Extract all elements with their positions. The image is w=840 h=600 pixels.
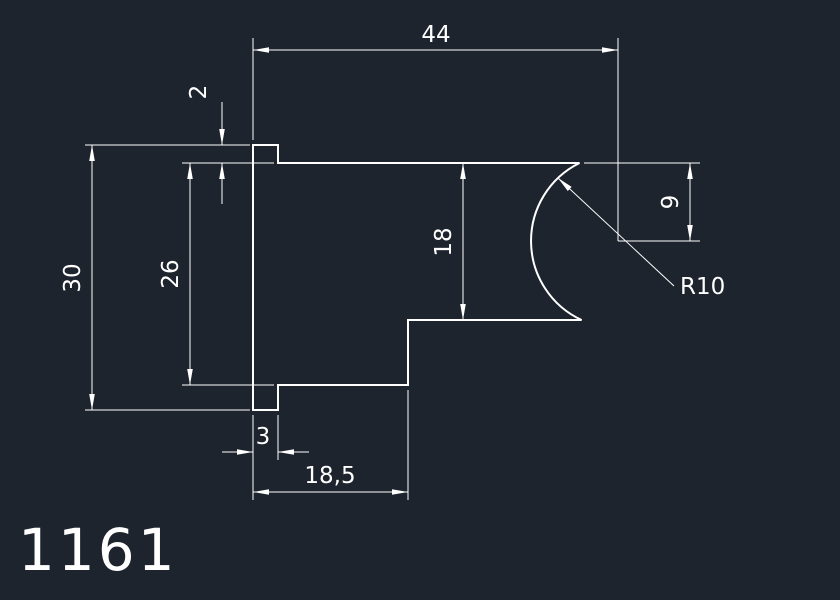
dim-label-18: 18: [431, 227, 457, 256]
part-profile-outline: [252, 144, 583, 411]
part-number: 1161: [18, 516, 178, 584]
dim-label-18-5: 18,5: [304, 463, 355, 489]
dim-label-2: 2: [186, 85, 212, 100]
dim-inner-height: 26: [158, 162, 274, 386]
dim-label-r10: R10: [680, 274, 725, 300]
dim-label-26: 26: [158, 259, 184, 288]
dim-bottom-width: 18,5: [252, 390, 409, 500]
dim-label-9: 9: [658, 195, 684, 210]
dim-label-3: 3: [256, 424, 271, 450]
dim-bottom-step: 3: [222, 415, 309, 460]
radius-leader-line: [557, 177, 675, 287]
dim-label-44: 44: [421, 22, 450, 48]
dim-radius: R10: [557, 177, 725, 300]
dim-right-offset: 9: [584, 162, 700, 242]
dim-mid-height: 18: [431, 163, 466, 320]
dim-label-30: 30: [60, 263, 86, 292]
dim-overall-height: 30: [60, 144, 250, 411]
dim-top-width: 44: [252, 22, 619, 241]
dim-step-height: 2: [186, 85, 225, 204]
